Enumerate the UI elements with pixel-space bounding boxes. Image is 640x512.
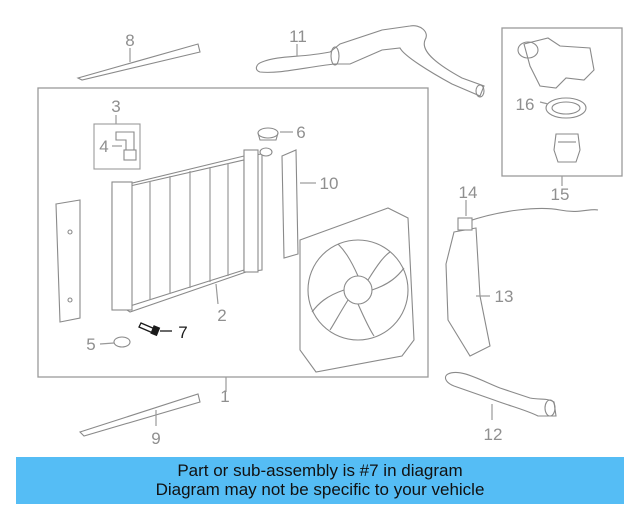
lower-hose-part: [444, 371, 557, 420]
coolant-reservoir-part: [445, 200, 599, 357]
callout-2: 2: [217, 306, 226, 325]
callout-6: 6: [296, 123, 305, 142]
callout-13: 13: [495, 287, 514, 306]
lower-insulator-part: [99, 336, 131, 348]
radiator-cap-part: [257, 127, 293, 141]
callout-7: 7: [178, 323, 187, 342]
info-banner: Part or sub-assembly is #7 in diagram Di…: [16, 457, 624, 504]
upper-seal-strip-part: [76, 43, 201, 81]
callout-5: 5: [86, 335, 95, 354]
callout-14: 14: [459, 183, 478, 202]
banner-line-2: Diagram may not be specific to your vehi…: [155, 480, 485, 499]
callout-8: 8: [125, 31, 134, 50]
callout-16: 16: [516, 95, 535, 114]
banner-line-1: Part or sub-assembly is #7 in diagram: [177, 461, 463, 480]
right-side-baffle-part: [281, 149, 316, 259]
bolt-part-7: [138, 322, 172, 337]
callout-12: 12: [484, 425, 503, 444]
upper-hose-part: [255, 25, 485, 98]
radiator-part: [111, 147, 273, 313]
radiator-assembly-box: [37, 87, 429, 378]
callout-3: 3: [111, 97, 120, 116]
callout-11: 11: [289, 27, 307, 46]
lower-seal-strip-part: [78, 393, 201, 437]
callout-1: 1: [220, 387, 229, 406]
mount-bracket-parts: [93, 115, 141, 170]
callout-9: 9: [151, 429, 160, 448]
left-side-baffle-part: [55, 199, 81, 323]
callout-10: 10: [320, 174, 339, 193]
callout-15: 15: [551, 185, 570, 204]
fan-shroud-part: [299, 207, 415, 373]
callout-4: 4: [99, 137, 108, 156]
thermostat-housing-part: [517, 37, 595, 186]
